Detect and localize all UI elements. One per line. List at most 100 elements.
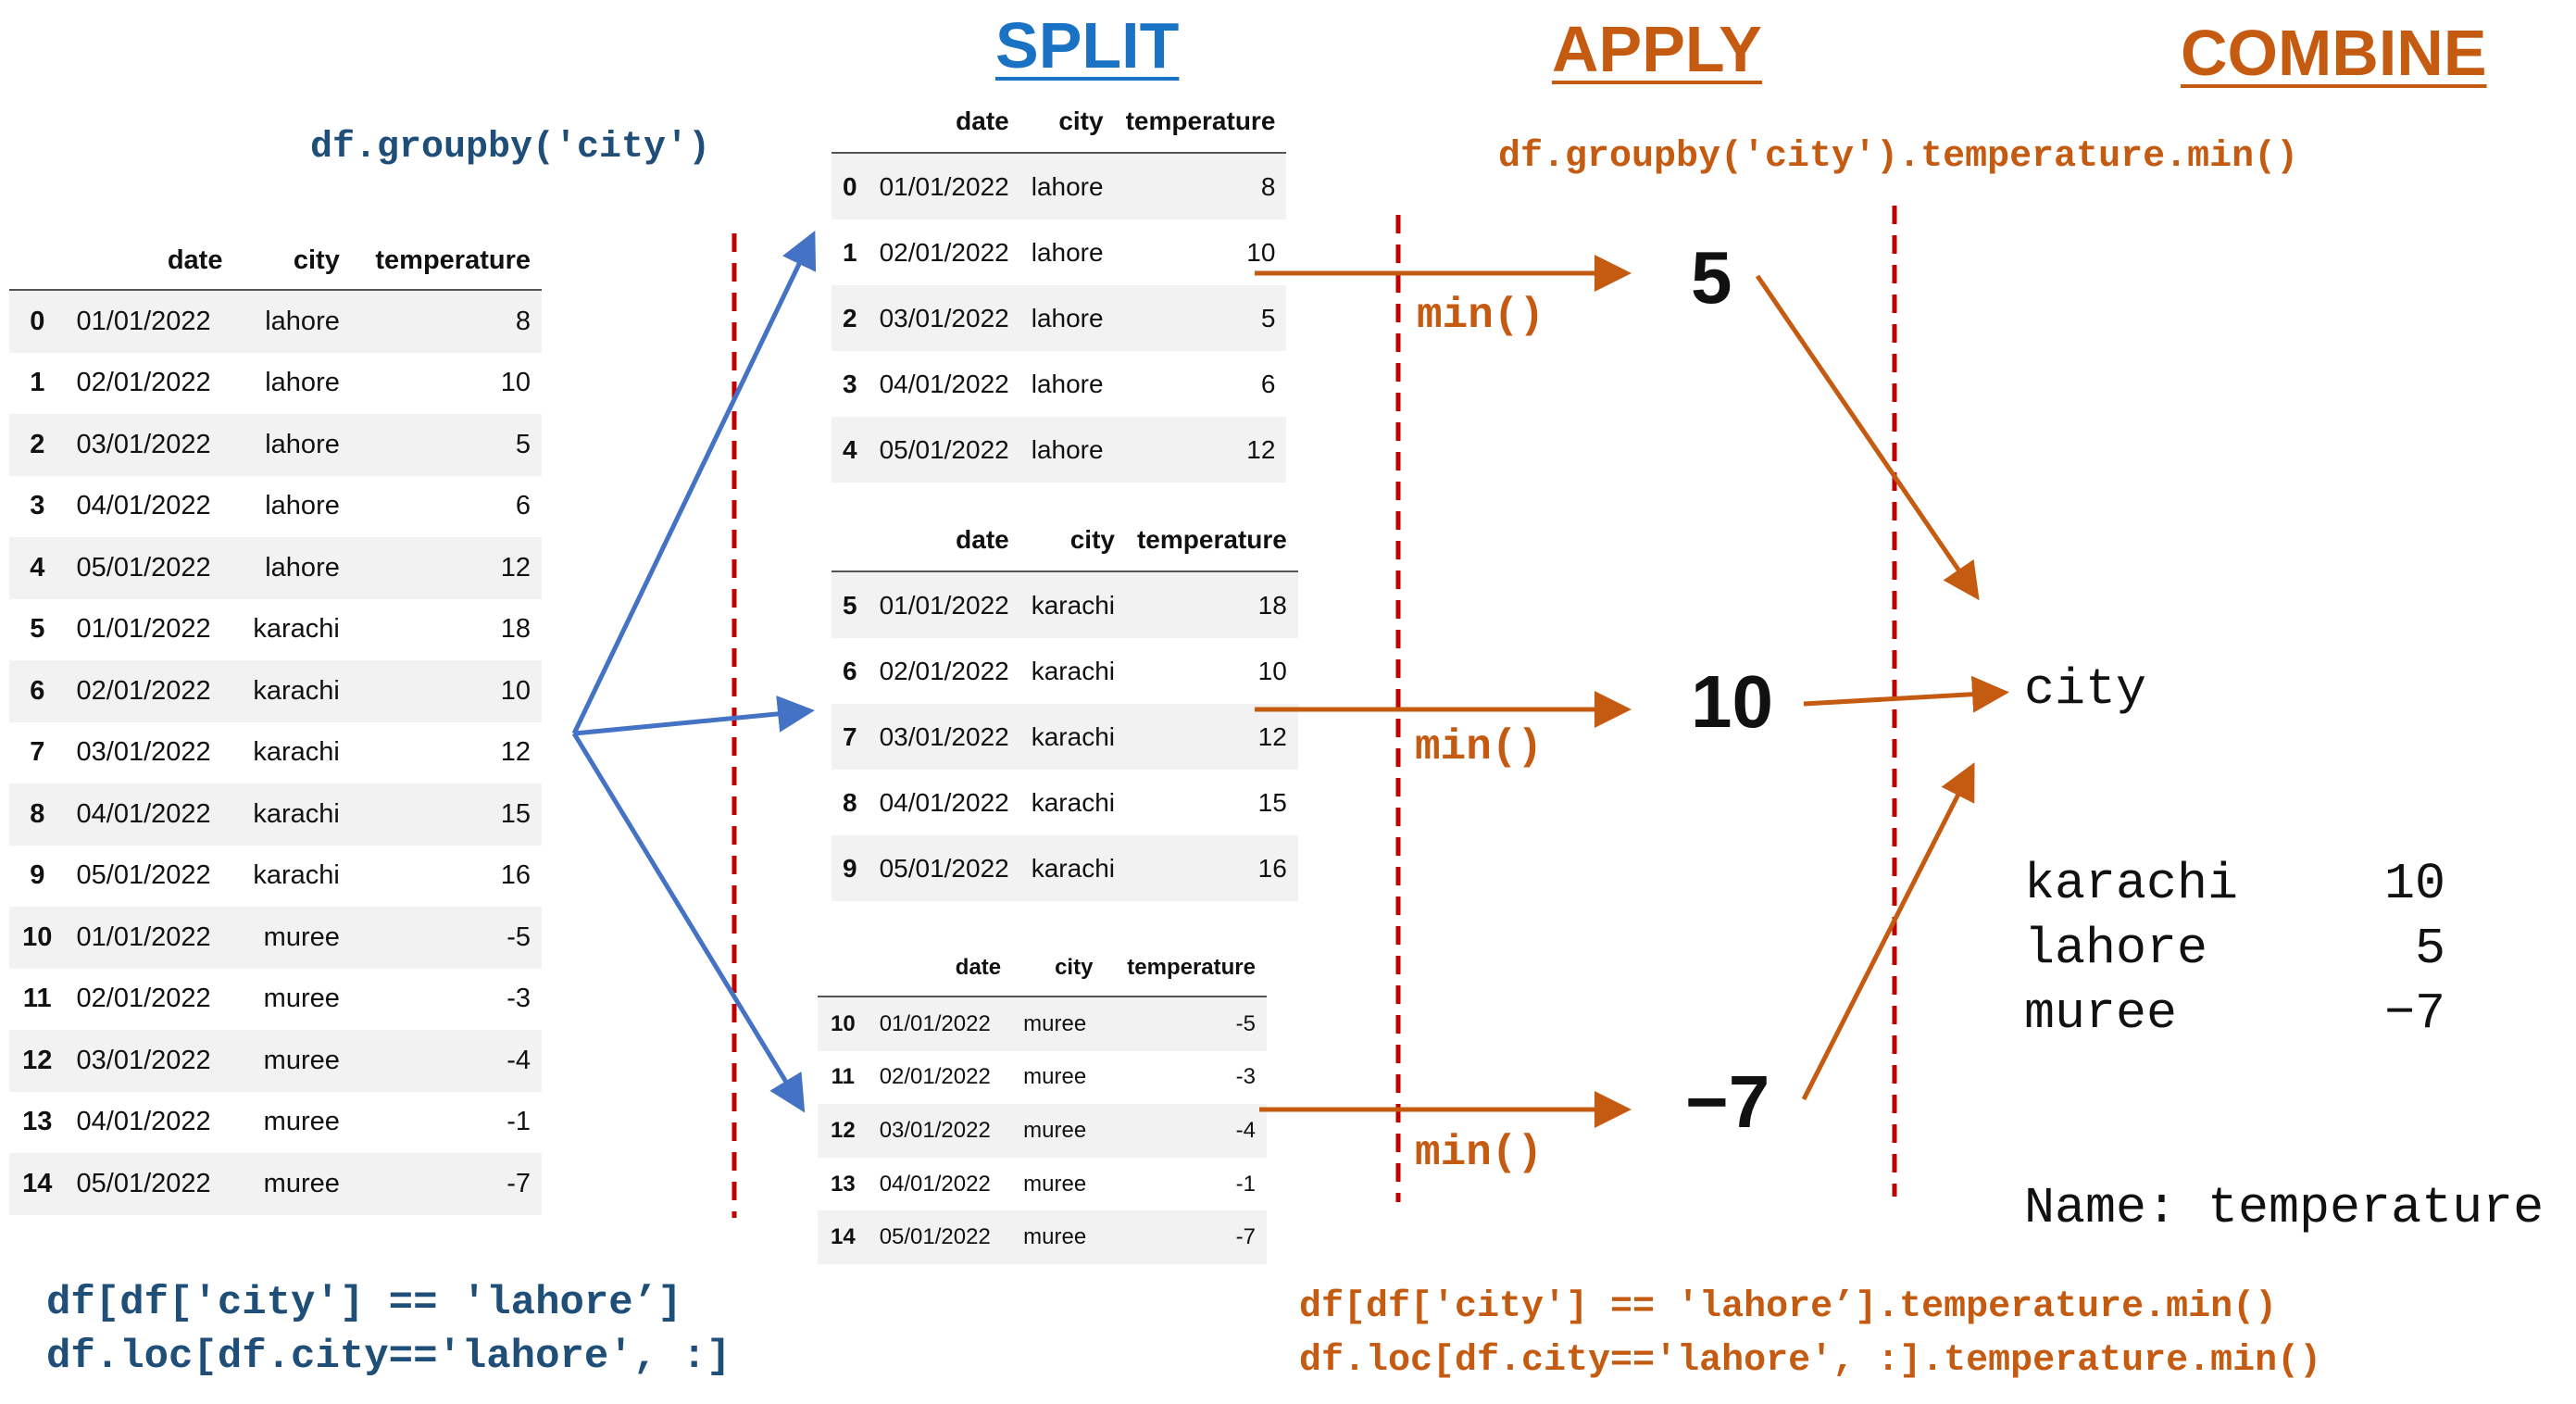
temperature-cell: 12 [1257, 721, 1287, 751]
index-cell: 2 [30, 429, 45, 459]
city-cell: karachi [1031, 590, 1115, 620]
temperature-cell: -7 [506, 1168, 531, 1198]
city-cell: lahore [265, 491, 340, 521]
city-cell: lahore [1031, 303, 1104, 332]
city-cell: muree [263, 1045, 340, 1075]
filter-code-line2: df.loc[df.city=='lahore', :] [46, 1334, 732, 1380]
date-cell: 05/01/2022 [76, 1168, 211, 1198]
date-cell: 04/01/2022 [76, 491, 211, 521]
result-muree: −7 [1685, 1060, 1770, 1143]
city-cell: lahore [1031, 237, 1104, 267]
temperature-cell: 15 [500, 798, 531, 829]
combine-arrow-muree [1801, 762, 1975, 1101]
index-cell: 6 [843, 656, 857, 685]
date-cell: 01/01/2022 [76, 306, 211, 336]
date-cell: 02/01/2022 [76, 984, 211, 1014]
date-cell: 01/01/2022 [76, 921, 211, 952]
index-cell: 6 [30, 675, 45, 706]
index-cell: 9 [30, 860, 45, 891]
index-cell: 10 [830, 1010, 856, 1036]
temperature-cell: 8 [1260, 171, 1276, 201]
temperature-header: temperature [375, 244, 531, 275]
series-row-value: 10 [2383, 855, 2445, 913]
city-cell: muree [263, 921, 340, 952]
index-cell: 13 [22, 1107, 53, 1137]
apply-code: df.groupby('city').temperature.min() [1498, 136, 2299, 178]
table-row: 3 04/01/2022 lahore 6 [9, 475, 542, 537]
split-heading: SPLIT [995, 9, 1180, 81]
index-cell: 1 [30, 368, 45, 398]
index-cell: 12 [830, 1117, 856, 1143]
city-cell: muree [263, 984, 340, 1014]
temperature-cell: 6 [515, 491, 531, 521]
temperature-cell: 12 [500, 552, 531, 583]
temperature-cell: -1 [506, 1107, 531, 1137]
temperature-cell: -5 [1235, 1010, 1256, 1036]
date-cell: 02/01/2022 [76, 368, 211, 398]
temperature-cell: -4 [1235, 1117, 1256, 1143]
date-cell: 01/01/2022 [76, 614, 211, 645]
index-cell: 7 [843, 721, 857, 751]
date-cell: 01/01/2022 [879, 590, 1009, 620]
city-cell: muree [263, 1168, 340, 1198]
temperature-cell: -3 [506, 984, 531, 1014]
city-header: city [293, 244, 340, 275]
temperature-cell: -7 [1235, 1224, 1256, 1250]
temperature-cell: 6 [1260, 369, 1276, 398]
temperature-cell: 16 [1257, 853, 1287, 883]
temperature-cell: 8 [515, 306, 531, 336]
series-index-name: city [2024, 660, 2147, 719]
city-cell: karachi [253, 798, 340, 829]
table-header-row: date city temperature [9, 232, 542, 290]
date-cell: 04/01/2022 [879, 1171, 991, 1197]
index-cell: 8 [30, 798, 45, 829]
min-func-label-lahore: min() [1417, 292, 1545, 340]
index-cell: 10 [22, 921, 53, 952]
city-cell: lahore [1031, 369, 1104, 398]
city-cell: muree [1023, 1224, 1087, 1250]
city-cell: karachi [1031, 656, 1115, 685]
index-cell: 3 [30, 491, 45, 521]
temperature-header: temperature [1136, 525, 1287, 554]
temperature-cell: 10 [1246, 237, 1276, 267]
city-cell: lahore [1031, 171, 1104, 201]
date-cell: 05/01/2022 [76, 860, 211, 891]
city-cell: karachi [253, 860, 340, 891]
city-header: city [1055, 955, 1094, 980]
temperature-cell: -1 [1235, 1171, 1256, 1197]
date-cell: 02/01/2022 [879, 1064, 991, 1090]
temperature-cell: 15 [1257, 787, 1287, 817]
date-cell: 03/01/2022 [879, 1117, 991, 1143]
series-row-value: −7 [2383, 984, 2445, 1043]
date-header: date [167, 244, 223, 275]
temperature-cell: -3 [1235, 1064, 1256, 1090]
series-name-line: Name: temperature [2024, 1179, 2545, 1237]
date-header: date [956, 525, 1009, 554]
date-cell: 03/01/2022 [76, 1045, 211, 1075]
combine-heading: COMBINE [2181, 17, 2487, 89]
temperature-cell: 16 [500, 860, 531, 891]
date-header: date [955, 955, 1002, 980]
temperature-cell: 5 [515, 429, 531, 459]
date-cell: 02/01/2022 [879, 656, 1009, 685]
city-cell: karachi [1031, 853, 1115, 883]
